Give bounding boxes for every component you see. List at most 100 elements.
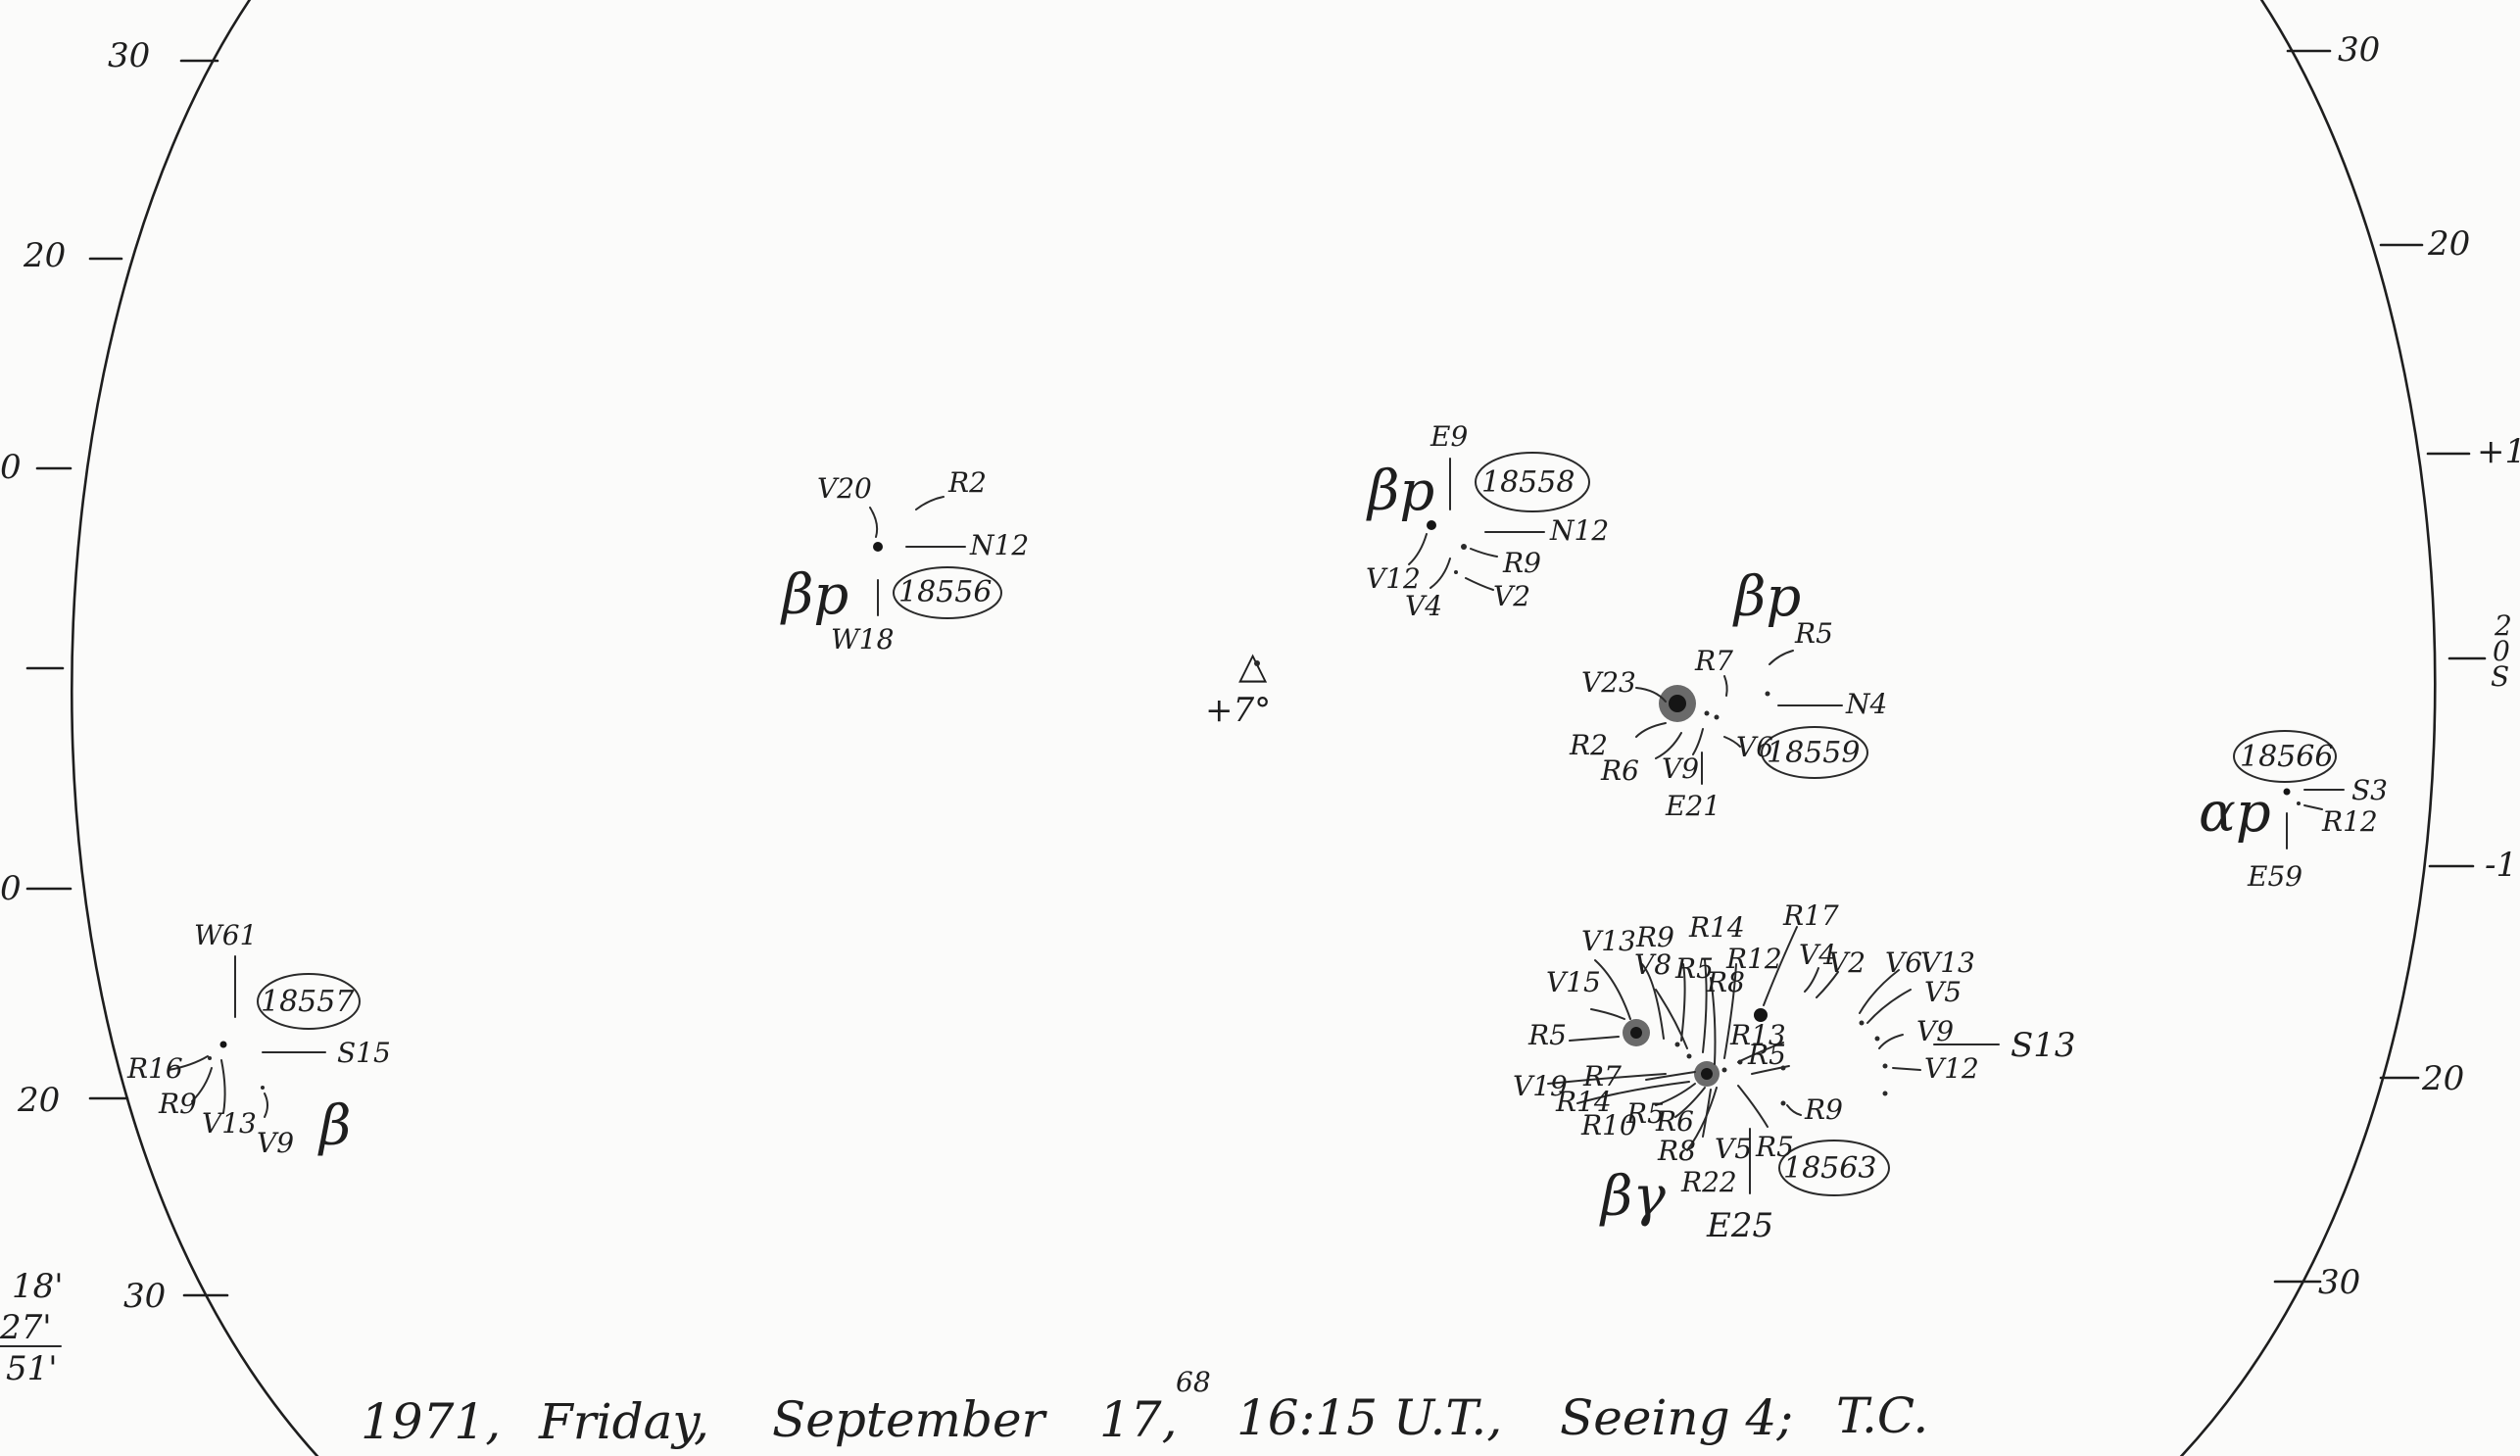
group-id-18559: 18559 <box>1767 736 1860 770</box>
solar-limb-right <box>2179 0 2437 1456</box>
label-r2: R2 <box>947 466 987 499</box>
group-class-18559: βp <box>1732 565 1801 629</box>
center-dot <box>1254 660 1260 666</box>
label-v2: V2 <box>1493 580 1530 612</box>
label-v5: V5 <box>1924 976 1962 1008</box>
right-edge-minus1: -1 <box>2485 846 2517 885</box>
center-position-angle: +7° <box>1205 691 1271 730</box>
label-v12: V12 <box>1924 1052 1979 1085</box>
group-18556: 18556 βp V20 R2 N12 W18 <box>780 466 1029 655</box>
label-v19: V19 <box>1513 1070 1568 1102</box>
caption-date-superscript: 68 <box>1176 1366 1211 1398</box>
sunspot <box>219 1041 227 1048</box>
label-v12: V12 <box>1366 562 1421 595</box>
label-s15: S15 <box>337 1037 391 1069</box>
right-tick-30-bottom: 30 <box>2318 1263 2360 1302</box>
caption-time: 16:15 U.T., <box>1236 1389 1502 1446</box>
label-r22: R22 <box>1680 1166 1737 1198</box>
group-id-18558: 18558 <box>1481 465 1575 500</box>
label-w61: W61 <box>194 919 257 951</box>
left-tick-marks <box>25 59 229 1297</box>
label-w18: W18 <box>831 623 894 655</box>
label-n12: N12 <box>969 529 1029 561</box>
label-v15: V15 <box>1546 966 1601 998</box>
right-tick-marks <box>2273 49 2487 1284</box>
label-v6: V6 <box>1885 946 1922 979</box>
left-tick-20-bottom: 20 <box>17 1081 60 1120</box>
label-r12: R12 <box>1725 943 1782 975</box>
label-r7: R7 <box>1694 645 1733 677</box>
label-r6: R6 <box>1655 1105 1694 1138</box>
label-v20: V20 <box>817 472 872 505</box>
label-v13: V13 <box>202 1107 257 1140</box>
caption-day: Friday, <box>538 1393 709 1450</box>
label-s3: S3 <box>2351 774 2388 806</box>
sunspot <box>873 542 883 552</box>
label-r6: R6 <box>1600 754 1639 787</box>
label-r16: R16 <box>126 1052 183 1085</box>
edge-note-18: 18' <box>12 1267 64 1306</box>
label-v9: V9 <box>1662 752 1699 785</box>
center-marker-symbol: △ <box>1238 644 1268 687</box>
label-r8b: R8 <box>1657 1135 1696 1167</box>
left-tick-30-bottom: 30 <box>123 1277 166 1316</box>
label-r12: R12 <box>2321 805 2378 838</box>
label-r9: R9 <box>158 1088 197 1120</box>
label-r14b: R14 <box>1555 1086 1612 1118</box>
label-r14: R14 <box>1688 911 1745 944</box>
group-id-18566: 18566 <box>2240 740 2333 774</box>
left-tick-30-top: 30 <box>108 36 150 75</box>
left-tick-20-top: 20 <box>23 236 66 275</box>
group-18566: 18566 αp S3 R12 E59 <box>2199 730 2388 893</box>
group-id-18563: 18563 <box>1783 1151 1876 1186</box>
label-e9: E9 <box>1430 420 1468 453</box>
label-v5b: V5 <box>1715 1133 1752 1165</box>
label-r5c: R5 <box>1747 1039 1786 1071</box>
caption-initials: T.C. <box>1836 1387 1928 1444</box>
sunspot <box>1427 520 1436 530</box>
right-tick-30-top: 30 <box>2338 30 2380 70</box>
edge-note-27: 27' <box>0 1308 52 1347</box>
label-r5b: R5 <box>1527 1019 1567 1051</box>
label-r5d: R5 <box>1625 1097 1665 1130</box>
label-s13: S13 <box>2011 1026 2076 1065</box>
sunspot <box>1630 1027 1642 1039</box>
right-tick-20-bottom: 20 <box>2421 1059 2464 1098</box>
caption-seeing: Seeing 4; <box>1560 1389 1793 1446</box>
label-r5: R5 <box>1794 617 1833 650</box>
group-18557: 18557 W61 S15 R16 R9 V13 V9 β <box>126 919 391 1159</box>
right-edge-s: S <box>2491 660 2509 693</box>
label-r9: R9 <box>1635 921 1674 953</box>
label-v13b: V13 <box>1920 946 1975 979</box>
label-r13: R13 <box>1729 1019 1786 1051</box>
caption-date: 17, <box>1099 1391 1178 1448</box>
label-n12: N12 <box>1549 514 1609 547</box>
label-r9: R9 <box>1502 547 1541 579</box>
right-edge-o: 0 <box>2493 635 2510 667</box>
label-v8: V8 <box>1634 948 1672 981</box>
left-tick-0-lower: 0 <box>0 869 22 908</box>
label-v13: V13 <box>1581 925 1636 957</box>
label-v4: V4 <box>1405 590 1442 622</box>
label-v6: V6 <box>1736 731 1773 763</box>
label-v4: V4 <box>1799 939 1836 971</box>
label-v9: V9 <box>257 1127 294 1159</box>
label-n4: N4 <box>1845 688 1887 720</box>
label-r17: R17 <box>1782 899 1839 932</box>
label-v23: V23 <box>1581 666 1636 699</box>
left-tick-0-upper: 0 <box>0 448 22 487</box>
caption-year: 1971, <box>361 1393 501 1450</box>
label-r10: R10 <box>1580 1109 1637 1141</box>
group-18563: 18563 βγ V13 R9 R14 R17 V4 V2 V6 V13 V15… <box>1513 899 2076 1245</box>
sunspot <box>2283 788 2291 796</box>
group-class-18566: αp <box>2199 781 2271 845</box>
label-v9: V9 <box>1916 1015 1954 1047</box>
edge-note-51: 51' <box>6 1349 58 1388</box>
sunspot <box>1754 1008 1768 1022</box>
group-class-18557: β <box>317 1094 351 1158</box>
sunspot <box>1701 1068 1713 1080</box>
label-v2: V2 <box>1828 946 1866 979</box>
group-18558: 18558 βp E9 N12 R9 V12 V4 V2 <box>1366 420 1609 622</box>
group-18559: βp 18559 V23 R7 R5 N4 R2 R6 V9 V6 E21 <box>1569 565 1887 822</box>
